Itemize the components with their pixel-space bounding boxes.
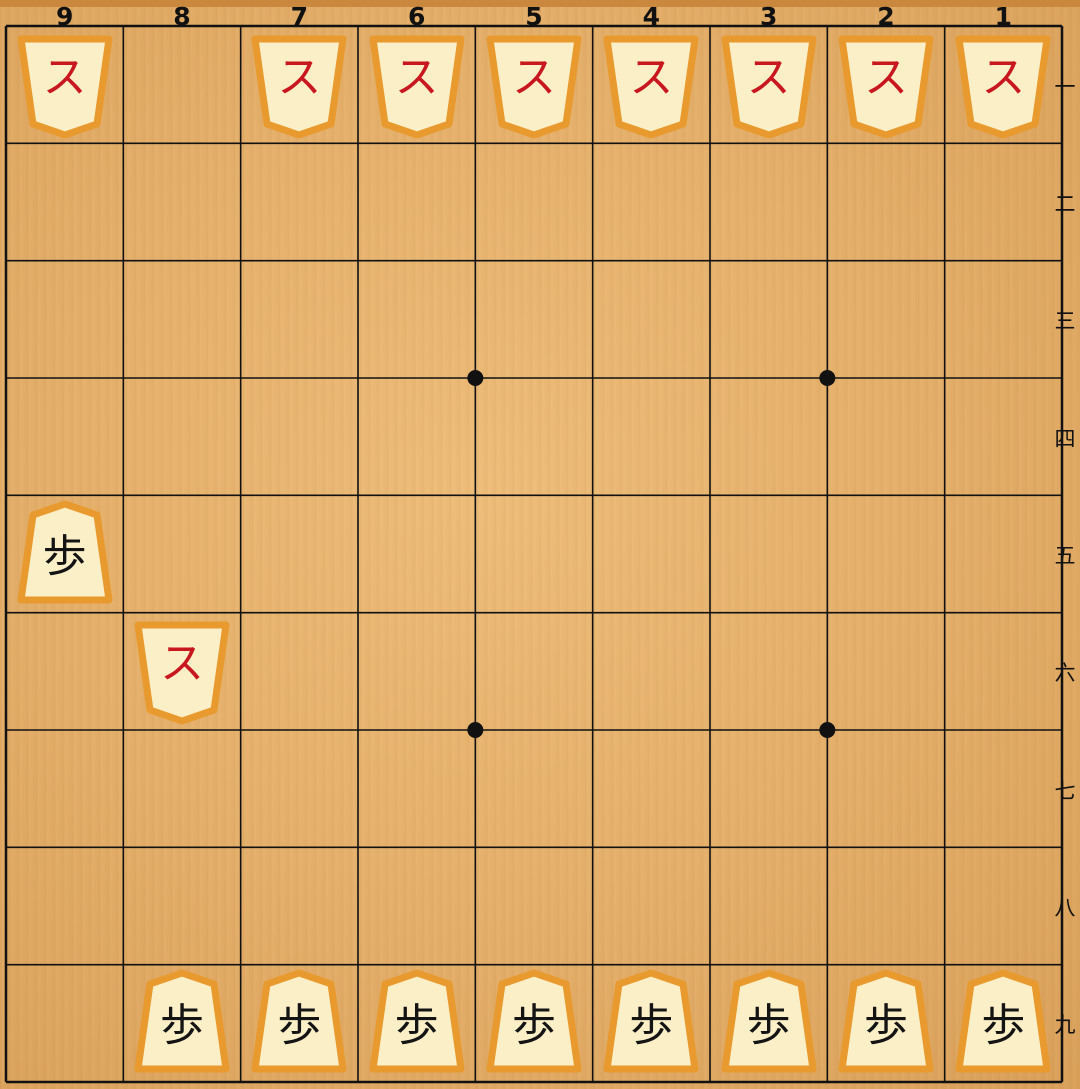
rank-label: 五 [1054,544,1076,568]
gote-piece[interactable]: ス [15,31,115,139]
sente-piece[interactable]: 歩 [953,969,1053,1077]
piece-label: ス [277,51,322,103]
sente-piece[interactable]: 歩 [15,500,115,608]
gote-piece[interactable]: ス [601,31,701,139]
rank-label: 七 [1054,778,1076,803]
piece-body [251,35,347,139]
gote-piece[interactable]: ス [249,31,349,139]
piece-label: ス [512,51,556,103]
piece-label: 歩 [746,1000,791,1052]
file-label: 9 [55,2,74,31]
piece-body [955,35,1051,139]
piece-body [17,500,113,604]
piece-body [486,969,582,1073]
file-label: 3 [759,2,778,31]
rank-label: 八 [1054,896,1076,920]
sente-piece[interactable]: 歩 [484,969,584,1077]
piece-label: 歩 [512,1000,556,1052]
piece-body [721,35,817,139]
rank-label: 一 [1054,74,1076,99]
piece-label: ス [394,51,439,103]
star-point [819,722,836,738]
sente-piece[interactable]: 歩 [601,969,701,1077]
gote-piece[interactable]: ス [484,31,584,139]
piece-body [603,969,699,1073]
file-label: 6 [407,2,426,31]
piece-label: ス [42,51,87,103]
rank-label: 六 [1054,661,1076,686]
file-label: 2 [877,2,895,31]
piece-body [17,35,113,139]
gote-piece[interactable]: ス [953,31,1053,139]
piece-label: ス [629,51,674,103]
file-label: 8 [173,2,191,31]
star-point [467,722,484,738]
piece-body [603,35,699,139]
sente-piece[interactable]: 歩 [132,969,232,1077]
star-point [819,370,836,386]
sente-piece[interactable]: 歩 [249,969,349,1077]
file-label: 4 [642,2,661,31]
gote-piece[interactable]: ス [367,31,467,139]
piece-label: 歩 [981,1000,1026,1052]
piece-label: 歩 [394,1000,439,1052]
piece-label: 歩 [629,1000,674,1052]
rank-label: 九 [1054,1013,1076,1038]
file-label: 1 [994,2,1013,31]
piece-label: 歩 [864,1000,908,1052]
piece-label: 歩 [277,1000,322,1052]
piece-body [721,969,817,1073]
sente-piece[interactable]: 歩 [836,969,936,1077]
gote-piece[interactable]: ス [132,617,232,725]
gote-piece[interactable]: ス [836,31,936,139]
piece-body [838,35,934,139]
rank-label: 三 [1054,309,1076,334]
piece-label: ス [981,51,1026,103]
piece-body [838,969,934,1073]
piece-body [955,969,1051,1073]
piece-label: 歩 [160,1000,204,1052]
piece-body [134,969,230,1073]
board-top-edge [0,0,1080,7]
rank-label: 二 [1054,192,1076,216]
piece-label: ス [160,638,204,690]
rank-label: 四 [1054,426,1076,451]
piece-label: ス [746,51,791,103]
star-point [467,370,484,386]
piece-label: ス [864,51,908,103]
gote-piece[interactable]: ス [719,31,819,139]
piece-label: 歩 [42,531,87,582]
piece-body [134,621,230,725]
sente-piece[interactable]: 歩 [367,969,467,1077]
sente-piece[interactable]: 歩 [719,969,819,1077]
piece-body [369,969,465,1073]
file-label: 5 [525,2,543,31]
piece-body [369,35,465,139]
piece-body [251,969,347,1073]
file-label: 7 [290,2,309,31]
piece-body [486,35,582,139]
